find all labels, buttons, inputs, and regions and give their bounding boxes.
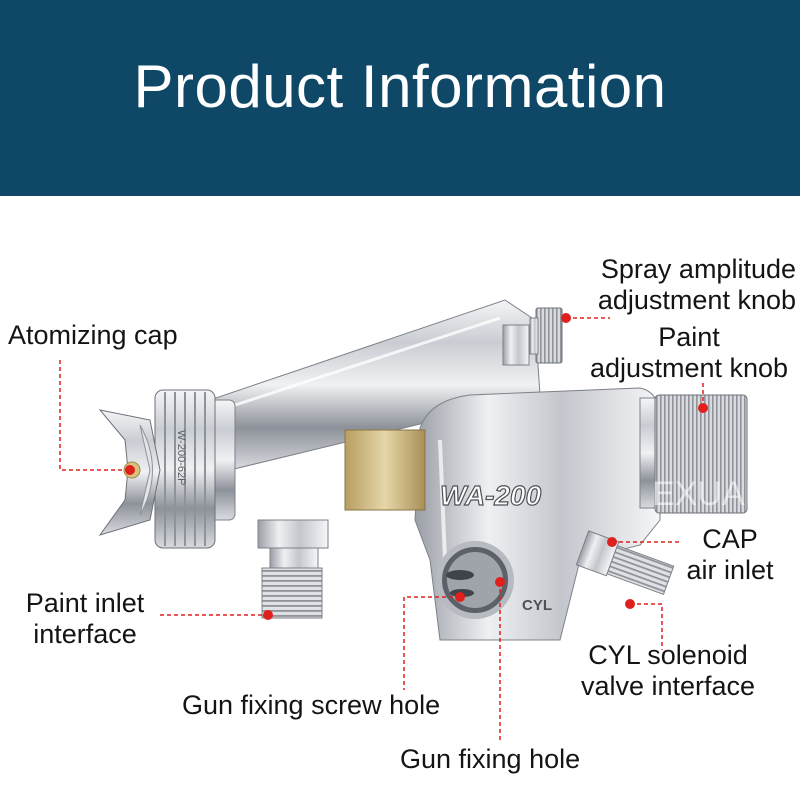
- label-line: Paint: [658, 322, 720, 352]
- cap-marking: W-200-62P: [175, 430, 187, 485]
- watermark: EXUAN: [652, 475, 769, 513]
- paint-inlet-thread: [261, 567, 323, 619]
- page-title: Product Information: [133, 53, 667, 120]
- label-line: adjustment knob: [597, 285, 796, 315]
- label-line: valve interface: [580, 671, 756, 701]
- label-line: air inlet: [686, 555, 774, 585]
- label-line: interface: [33, 619, 137, 649]
- label-cyl-solenoid-valve-interface: CYL solenoid valve interface: [564, 640, 772, 702]
- spray-amplitude-knob-stem: [502, 324, 530, 366]
- label-line: CYL solenoid: [588, 640, 748, 670]
- leader-lines: [59, 317, 704, 740]
- label-cap-air-inlet: CAP air inlet: [650, 524, 800, 586]
- dot-fixing-hole: [495, 577, 505, 587]
- paint-adjustment-knob: [654, 394, 748, 514]
- leader-atomizing-cap: [59, 360, 128, 471]
- dot-screw-hole: [455, 592, 465, 602]
- dot-cyl-solenoid: [625, 599, 635, 609]
- dot-atomizing-cap: [125, 465, 135, 475]
- label-gun-fixing-screw-hole: Gun fixing screw hole: [182, 690, 441, 720]
- label-atomizing-cap: Atomizing cap: [8, 320, 178, 350]
- label-gun-fixing-hole: Gun fixing hole: [400, 744, 581, 774]
- cyl-marking: CYL: [522, 597, 552, 614]
- brass-section: [344, 429, 426, 511]
- leader-cyl-solenoid: [630, 603, 663, 650]
- model-marking: WA-200: [440, 480, 542, 511]
- leader-gun-fixing-screw-hole: [403, 596, 460, 690]
- label-line: Paint inlet: [25, 588, 145, 618]
- label-line: CAP: [702, 524, 758, 554]
- header-banner: Product Information: [0, 0, 800, 196]
- dot-paint-inlet: [263, 610, 273, 620]
- dot-spray-amplitude: [561, 313, 571, 323]
- label-line: Spray amplitude: [600, 254, 796, 284]
- label-spray-amplitude-knob: Spray amplitude adjustment knob: [598, 254, 796, 316]
- label-paint-inlet-interface: Paint inlet interface: [10, 588, 160, 650]
- spray-amplitude-knob: [535, 307, 563, 364]
- label-line: adjustment knob: [589, 353, 789, 383]
- dot-paint-adjustment: [698, 403, 708, 413]
- cap-air-inlet-thread: [606, 545, 675, 596]
- dot-cap-air-inlet: [607, 537, 617, 547]
- label-paint-adjustment-knob: Paint adjustment knob: [578, 322, 800, 384]
- marker-dots: [125, 313, 708, 620]
